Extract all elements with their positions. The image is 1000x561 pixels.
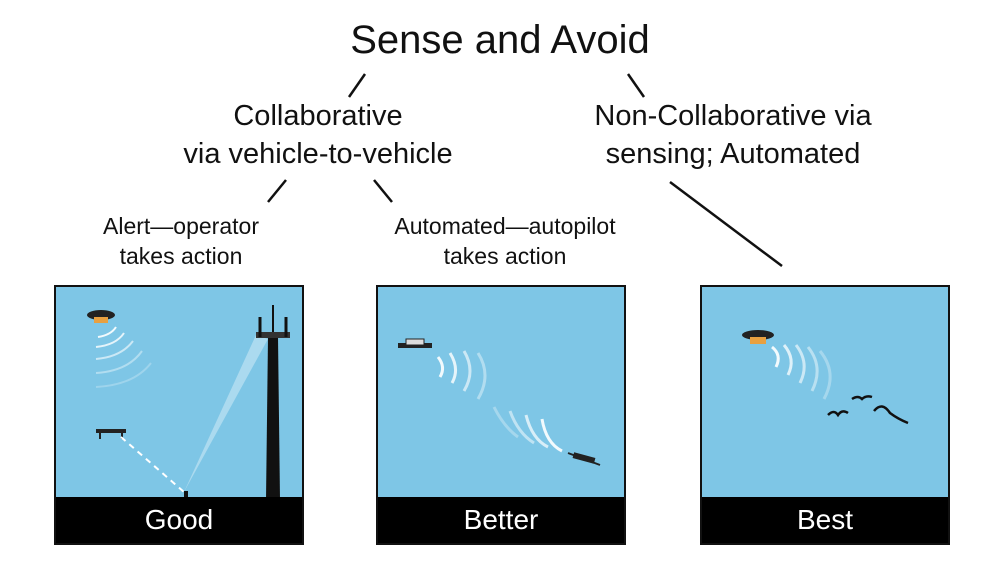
signal-waves-icon xyxy=(436,350,563,453)
best-scene xyxy=(742,330,909,425)
drone-icon xyxy=(742,330,774,344)
drone-icon xyxy=(87,310,115,323)
signal-waves-icon xyxy=(771,344,832,400)
better-scene xyxy=(398,338,601,466)
drone-icon xyxy=(567,452,601,466)
dashed-link xyxy=(120,436,185,493)
drone-icon xyxy=(398,338,432,348)
panel-label-good: Good xyxy=(56,497,302,543)
diagram-title: Sense and Avoid xyxy=(350,18,650,62)
bird-icon xyxy=(827,395,909,425)
signal-waves-icon xyxy=(95,326,152,388)
panel-label-better: Better xyxy=(378,497,624,543)
cell-tower-icon xyxy=(256,305,290,500)
good-scene xyxy=(87,305,290,501)
operator-icon xyxy=(184,491,188,501)
panel-better: Better xyxy=(376,285,626,545)
panel-label-best: Best xyxy=(702,497,948,543)
tower-beam xyxy=(184,335,268,492)
panel-best: Best xyxy=(700,285,950,545)
panel-good: Good xyxy=(54,285,304,545)
